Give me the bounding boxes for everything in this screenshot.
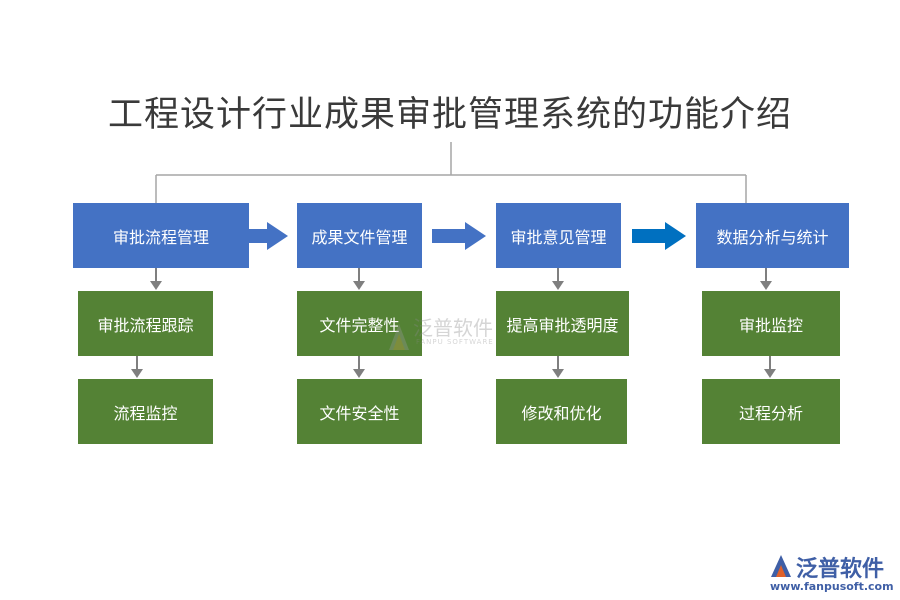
flow-arrow-3 — [632, 222, 686, 250]
header-box-1: 审批流程管理 — [73, 203, 249, 268]
header-box-4: 数据分析与统计 — [696, 203, 849, 268]
header-box-3: 审批意见管理 — [496, 203, 621, 268]
item-box-3-2: 修改和优化 — [496, 379, 627, 444]
brand-logo-url: www.fanpusoft.com — [770, 580, 894, 593]
watermark-subtext: FANPU SOFTWARE — [416, 338, 494, 346]
watermark-text: 泛普软件 — [413, 316, 493, 340]
brand-logo-text: 泛普软件 — [796, 557, 885, 582]
item-box-2-2: 文件安全性 — [297, 379, 422, 444]
flow-arrow-2 — [432, 222, 486, 250]
item-box-1-1: 审批流程跟踪 — [78, 291, 213, 356]
item-box-4-1: 审批监控 — [702, 291, 840, 356]
watermark-logo-icon — [389, 324, 409, 350]
item-box-3-1: 提高审批透明度 — [496, 291, 629, 356]
diagram-title: 工程设计行业成果审批管理系统的功能介绍 — [107, 95, 792, 135]
item-box-4-2: 过程分析 — [702, 379, 840, 444]
watermark: 泛普软件 FANPU SOFTWARE — [383, 312, 523, 362]
header-box-2: 成果文件管理 — [297, 203, 422, 268]
brand-logo-icon — [771, 555, 791, 577]
brand-logo: 泛普软件 www.fanpusoft.com — [768, 550, 894, 598]
item-box-1-2: 流程监控 — [78, 379, 213, 444]
item-box-2-1: 文件完整性 — [297, 291, 422, 356]
